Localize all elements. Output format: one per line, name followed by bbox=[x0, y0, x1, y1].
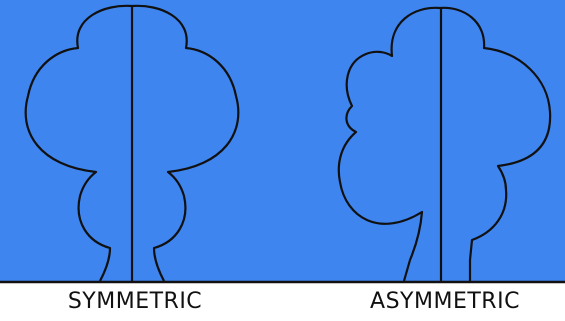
asymmetric-label: ASYMMETRIC bbox=[330, 287, 560, 317]
symmetric-label: SYMMETRIC bbox=[20, 287, 250, 317]
asymmetric-tree-outline bbox=[339, 8, 550, 281]
